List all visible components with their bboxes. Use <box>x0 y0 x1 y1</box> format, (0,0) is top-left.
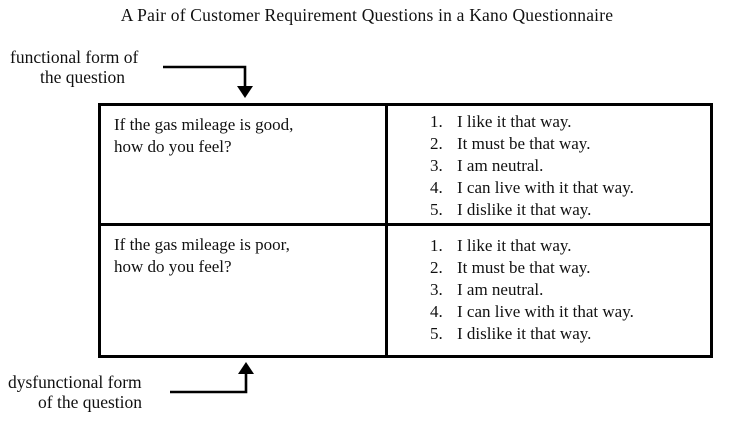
functional-question-cell: If the gas mileage is good, how do you f… <box>101 106 388 226</box>
dysfunctional-question-line1: If the gas mileage is poor, <box>114 235 290 254</box>
option-text: It must be that way. <box>457 134 591 153</box>
option-number: 4. <box>430 178 443 197</box>
option-text: I am neutral. <box>457 280 544 299</box>
option-text: I can live with it that way. <box>457 178 634 197</box>
functional-form-label-line2: the question <box>40 67 126 87</box>
dysfunctional-options-cell: 1. I like it that way. 2. It must be tha… <box>388 226 710 355</box>
dysfunctional-question-line2: how do you feel? <box>114 257 232 276</box>
option-number: 3. <box>430 280 443 299</box>
option-number: 1. <box>430 112 443 131</box>
functional-question-line2: how do you feel? <box>114 137 232 156</box>
option-item: 1. I like it that way. <box>430 235 706 257</box>
option-item: 4. I can live with it that way. <box>430 177 706 199</box>
dysfunctional-arrow <box>170 362 254 394</box>
option-text: I can live with it that way. <box>457 302 634 321</box>
functional-question-line1: If the gas mileage is good, <box>114 115 294 134</box>
option-item: 4. I can live with it that way. <box>430 301 706 323</box>
dysfunctional-question-cell: If the gas mileage is poor, how do you f… <box>101 226 388 355</box>
option-number: 4. <box>430 302 443 321</box>
dysfunctional-arrowhead-icon <box>238 362 254 374</box>
option-item: 1. I like it that way. <box>430 111 706 133</box>
option-number: 5. <box>430 324 443 343</box>
option-number: 1. <box>430 236 443 255</box>
dysfunctional-form-label-line1: dysfunctional form <box>8 372 142 392</box>
option-item: 5. I dislike it that way. <box>430 323 706 345</box>
option-text: I dislike it that way. <box>457 324 592 343</box>
functional-arrowhead-icon <box>237 86 253 98</box>
option-number: 2. <box>430 258 443 277</box>
option-text: I like it that way. <box>457 112 572 131</box>
option-text: I dislike it that way. <box>457 200 592 219</box>
option-number: 2. <box>430 134 443 153</box>
option-item: 2. It must be that way. <box>430 257 706 279</box>
functional-options-cell: 1. I like it that way. 2. It must be tha… <box>388 106 710 226</box>
figure-title: A Pair of Customer Requirement Questions… <box>120 5 614 25</box>
functional-form-label: functional form of the question <box>10 47 138 87</box>
dysfunctional-form-label: dysfunctional form of the question <box>8 372 142 412</box>
kano-question-table: If the gas mileage is good, how do you f… <box>98 103 713 358</box>
option-item: 2. It must be that way. <box>430 133 706 155</box>
option-number: 5. <box>430 200 443 219</box>
option-text: I like it that way. <box>457 236 572 255</box>
option-text: I am neutral. <box>457 156 544 175</box>
option-item: 3. I am neutral. <box>430 155 706 177</box>
dysfunctional-form-label-line2: of the question <box>38 392 143 412</box>
option-text: It must be that way. <box>457 258 591 277</box>
functional-form-label-line1: functional form of <box>10 47 139 67</box>
option-item: 5. I dislike it that way. <box>430 199 706 221</box>
functional-arrow <box>163 65 253 98</box>
option-item: 3. I am neutral. <box>430 279 706 301</box>
option-number: 3. <box>430 156 443 175</box>
